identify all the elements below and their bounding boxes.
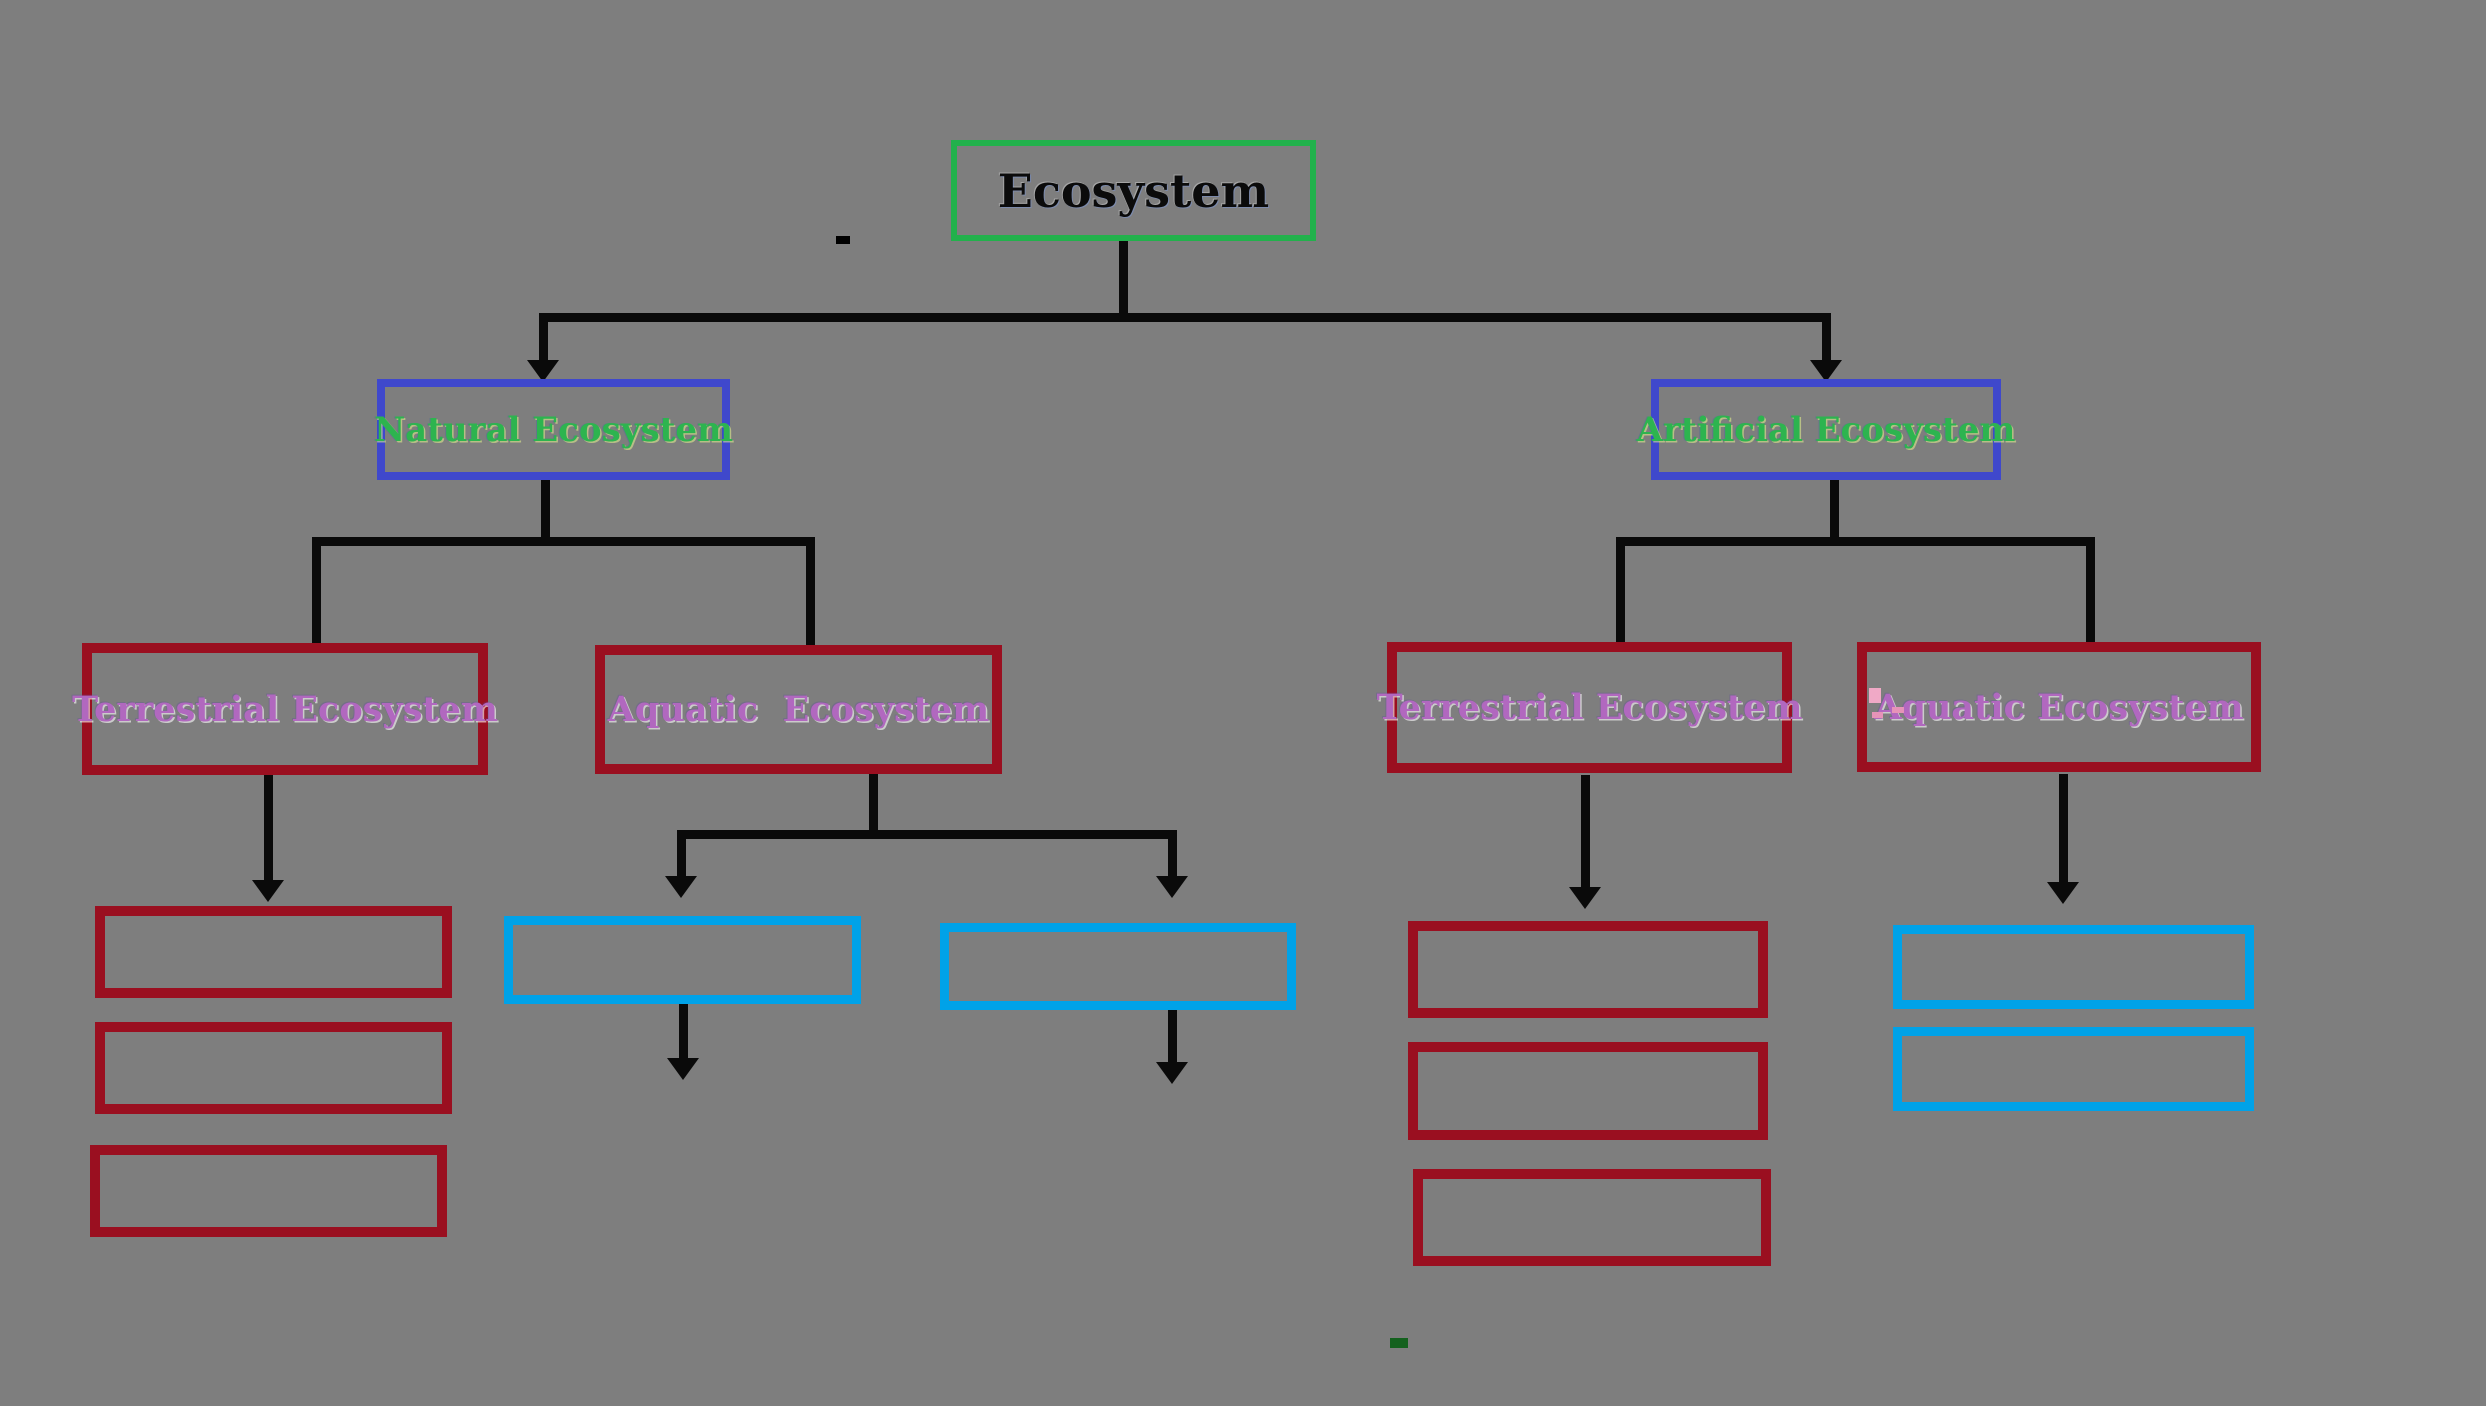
connector-aquatic-right-drop	[2086, 537, 2095, 644]
node-ecosystem: Ecosystem	[951, 140, 1316, 241]
empty-box-aquatic-right-1	[1893, 925, 2254, 1009]
stray-green-dash	[1390, 1338, 1408, 1348]
arrow-aquatic-left-horizontal	[677, 830, 1177, 839]
stray-pink-dash-1	[1872, 712, 1883, 718]
node-terrestrial-ecosystem-right-label: Terrestrial Ecosystem	[1376, 687, 1803, 728]
empty-box-aquatic-right-2	[1893, 1027, 2254, 1111]
connector-natural-horizontal	[312, 537, 815, 546]
arrow-aquatic-left-stem	[869, 774, 878, 834]
empty-box-terrestrial-left-3	[90, 1145, 447, 1237]
empty-box-aquatic-left-2	[940, 923, 1296, 1010]
node-ecosystem-label: Ecosystem	[997, 163, 1270, 218]
connector-artificial-drop	[1822, 313, 1831, 367]
empty-box-terrestrial-left-2	[95, 1022, 452, 1114]
connector-terrestrial-left-drop	[312, 537, 321, 645]
arrowhead-terrestrial-left	[252, 880, 284, 902]
arrowhead-to-artificial	[1810, 360, 1842, 382]
arrowhead-aquatic-right	[2047, 882, 2079, 904]
empty-box-terrestrial-left-1	[95, 906, 452, 998]
node-artificial-ecosystem-label: Artificial Ecosystem	[1636, 409, 2016, 450]
arrow-below-cyan-left-1	[679, 1004, 688, 1062]
node-natural-ecosystem: Natural Ecosystem	[374, 379, 733, 480]
empty-box-terrestrial-right-2	[1408, 1042, 1768, 1140]
connector-artificial-stem	[1830, 479, 1839, 543]
arrowhead-below-cyan-left-1	[667, 1058, 699, 1080]
node-terrestrial-ecosystem-left: Terrestrial Ecosystem	[72, 643, 498, 775]
arrowhead-to-natural	[527, 360, 559, 382]
connector-natural-stem	[541, 479, 550, 543]
stray-pink-dash-2	[1892, 707, 1904, 713]
node-aquatic-ecosystem-right: Aquatic Ecosystem	[1857, 642, 2261, 772]
arrow-terrestrial-left-line	[264, 775, 273, 885]
node-artificial-ecosystem: Artificial Ecosystem	[1637, 379, 2015, 480]
node-terrestrial-ecosystem-left-label: Terrestrial Ecosystem	[72, 688, 498, 730]
node-aquatic-ecosystem-left-label: Aquatic Ecosystem	[607, 689, 990, 730]
stray-pink-square	[1869, 688, 1881, 703]
arrow-aquatic-left-drop1	[677, 830, 686, 880]
arrowhead-aquatic-left-1	[665, 876, 697, 898]
connector-artificial-horizontal	[1616, 537, 2095, 546]
arrowhead-below-cyan-left-2	[1156, 1062, 1188, 1084]
node-terrestrial-ecosystem-right: Terrestrial Ecosystem	[1377, 642, 1802, 773]
node-natural-ecosystem-label: Natural Ecosystem	[374, 409, 733, 450]
stray-black-dash	[836, 236, 850, 244]
arrowhead-terrestrial-right	[1569, 887, 1601, 909]
empty-box-terrestrial-right-1	[1408, 921, 1768, 1018]
arrow-below-cyan-left-2	[1168, 1010, 1177, 1066]
connector-level1-horizontal	[539, 313, 1831, 322]
arrow-terrestrial-right-line	[1581, 775, 1590, 891]
connector-terrestrial-right-drop	[1616, 537, 1625, 644]
arrow-aquatic-right-line	[2059, 774, 2068, 886]
empty-box-terrestrial-right-3	[1413, 1169, 1771, 1266]
arrow-aquatic-left-drop2	[1168, 830, 1177, 880]
connector-natural-drop	[539, 313, 548, 367]
connector-root-stem	[1119, 241, 1128, 318]
connector-aquatic-left-drop	[806, 537, 815, 647]
node-aquatic-ecosystem-left: Aquatic Ecosystem	[595, 645, 1002, 774]
arrowhead-aquatic-left-2	[1156, 876, 1188, 898]
empty-box-aquatic-left-1	[504, 916, 861, 1004]
node-aquatic-ecosystem-right-label: Aquatic Ecosystem	[1874, 686, 2244, 728]
